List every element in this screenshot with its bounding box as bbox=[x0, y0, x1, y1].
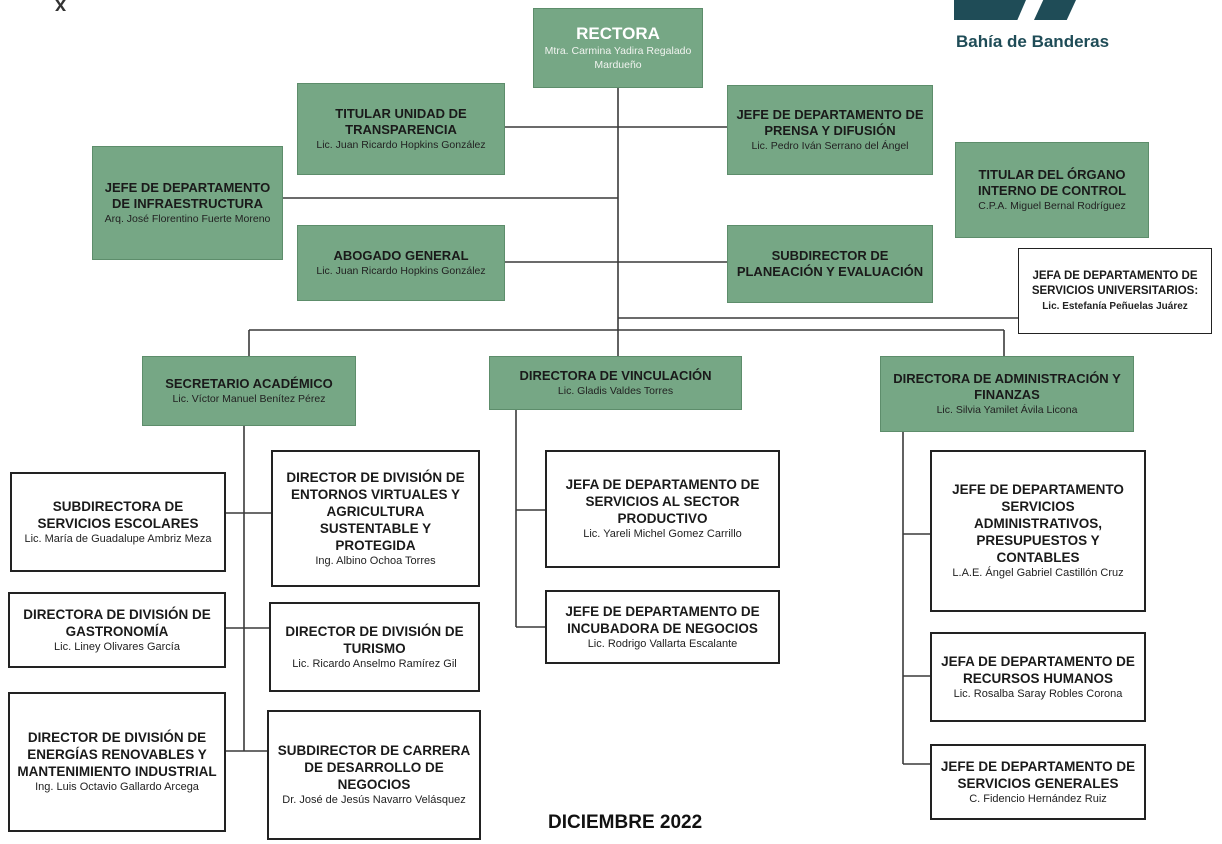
box-name: Dr. José de Jesús Navarro Velásquez bbox=[282, 794, 466, 806]
box-name: Arq. José Florentino Fuerte Moreno bbox=[104, 213, 271, 225]
servicios-administrativos-box: JEFE DE DEPARTAMENTO SERVICIOS ADMINISTR… bbox=[930, 450, 1146, 612]
planeacion-box: SUBDIRECTOR DE PLANEACIÓN Y EVALUACIÓN bbox=[727, 225, 933, 303]
box-title: SUBDIRECTORA DE SERVICIOS ESCOLARES bbox=[37, 498, 199, 531]
box-name: Ing. Luis Octavio Gallardo Arcega bbox=[35, 781, 199, 793]
box-title: DIRECTORA DE DIVISIÓN DE GASTRONOMÍA bbox=[23, 606, 211, 639]
box-name: Lic. Estefanía Peñuelas Juárez bbox=[1042, 300, 1188, 312]
prensa-box: JEFE DE DEPARTAMENTO DE PRENSA Y DIFUSIÓ… bbox=[727, 85, 933, 175]
box-title: DIRECTOR DE DIVISIÓN DE ENTORNOS VIRTUAL… bbox=[286, 469, 465, 553]
box-name: Lic. Juan Ricardo Hopkins González bbox=[316, 265, 486, 277]
box-name: Lic. Juan Ricardo Hopkins González bbox=[316, 139, 486, 151]
chart-date: DICIEMBRE 2022 bbox=[548, 812, 703, 833]
box-name: Lic. Rosalba Saray Robles Corona bbox=[953, 687, 1123, 700]
secretario-academico-box: SECRETARIO ACADÉMICO Lic. Víctor Manuel … bbox=[142, 356, 356, 426]
box-name: C.P.A. Miguel Bernal Rodríguez bbox=[978, 200, 1126, 212]
box-name: Ing. Albino Ochoa Torres bbox=[315, 554, 436, 567]
box-title: TITULAR DEL ÓRGANO INTERNO DE CONTROL bbox=[977, 167, 1127, 198]
infraestructura-box: JEFE DE DEPARTAMENTO DE INFRAESTRUCTURA … bbox=[92, 146, 283, 260]
gastronomia-box: DIRECTORA DE DIVISIÓN DE GASTRONOMÍA Lic… bbox=[8, 592, 226, 668]
brand-name: Bahía de Banderas bbox=[956, 32, 1110, 51]
box-name: Lic. Rodrigo Vallarta Escalante bbox=[587, 637, 738, 650]
box-title: TITULAR UNIDAD DE TRANSPARENCIA bbox=[335, 106, 467, 137]
box-name: Lic. Víctor Manuel Benítez Pérez bbox=[172, 393, 326, 405]
servicios-universitarios-box: JEFA DE DEPARTAMENTO DE SERVICIOS UNIVER… bbox=[1018, 248, 1212, 334]
box-title: JEFA DE DEPARTAMENTO DE SERVICIOS UNIVER… bbox=[1031, 269, 1199, 297]
box-title: JEFE DE DEPARTAMENTO DE INCUBADORA DE NE… bbox=[565, 603, 760, 636]
box-title: JEFE DE DEPARTAMENTO DE SERVICIOS GENERA… bbox=[940, 758, 1136, 791]
corner-mark: x bbox=[55, 0, 67, 16]
entornos-virtuales-box: DIRECTOR DE DIVISIÓN DE ENTORNOS VIRTUAL… bbox=[271, 450, 480, 587]
box-name: Lic. Liney Olivares García bbox=[54, 640, 180, 653]
box-name: C. Fidencio Hernández Ruiz bbox=[969, 792, 1107, 805]
box-title: JEFE DE DEPARTAMENTO DE PRENSA Y DIFUSIÓ… bbox=[736, 107, 924, 138]
box-title: DIRECTORA DE ADMINISTRACIÓN Y FINANZAS bbox=[893, 371, 1121, 402]
box-title: JEFA DE DEPARTAMENTO DE SERVICIOS AL SEC… bbox=[565, 477, 760, 526]
box-name: Mtra. Carmina Yadira Regalado Mardueño bbox=[544, 45, 692, 71]
box-name: Lic. Yareli Michel Gomez Carrillo bbox=[583, 528, 742, 540]
box-title: RECTORA bbox=[576, 24, 660, 43]
desarrollo-negocios-box: SUBDIRECTOR DE CARRERA DE DESARROLLO DE … bbox=[267, 710, 481, 840]
box-title: SUBDIRECTOR DE CARRERA DE DESARROLLO DE … bbox=[277, 743, 471, 792]
box-title: DIRECTOR DE DIVISIÓN DE TURISMO bbox=[285, 623, 464, 656]
box-name: Lic. Pedro Iván Serrano del Ángel bbox=[751, 140, 909, 152]
servicios-generales-box: JEFE DE DEPARTAMENTO DE SERVICIOS GENERA… bbox=[930, 744, 1146, 820]
box-title: JEFE DE DEPARTAMENTO SERVICIOS ADMINISTR… bbox=[952, 482, 1124, 565]
transparencia-box: TITULAR UNIDAD DE TRANSPARENCIA Lic. Jua… bbox=[297, 83, 505, 175]
box-title: SECRETARIO ACADÉMICO bbox=[165, 376, 333, 391]
turismo-box: DIRECTOR DE DIVISIÓN DE TURISMO Lic. Ric… bbox=[269, 602, 480, 692]
institution-logo: Bahía de Banderas bbox=[952, 0, 1109, 60]
box-name: Lic. Silvia Yamilet Ávila Licona bbox=[936, 404, 1078, 416]
logo-emblem bbox=[952, 0, 1082, 24]
servicios-escolares-box: SUBDIRECTORA DE SERVICIOS ESCOLARES Lic.… bbox=[10, 472, 226, 572]
box-name: Lic. Ricardo Anselmo Ramírez Gil bbox=[292, 657, 457, 670]
box-title: JEFA DE DEPARTAMENTO DE RECURSOS HUMANOS bbox=[941, 653, 1135, 686]
incubadora-negocios-box: JEFE DE DEPARTAMENTO DE INCUBADORA DE NE… bbox=[545, 590, 780, 664]
box-title: JEFE DE DEPARTAMENTO DE INFRAESTRUCTURA bbox=[104, 180, 271, 211]
box-title: ABOGADO GENERAL bbox=[333, 248, 469, 263]
energias-renovables-box: DIRECTOR DE DIVISIÓN DE ENERGÍAS RENOVAB… bbox=[8, 692, 226, 832]
recursos-humanos-box: JEFA DE DEPARTAMENTO DE RECURSOS HUMANOS… bbox=[930, 632, 1146, 722]
organo-control-box: TITULAR DEL ÓRGANO INTERNO DE CONTROL C.… bbox=[955, 142, 1149, 238]
sector-productivo-box: JEFA DE DEPARTAMENTO DE SERVICIOS AL SEC… bbox=[545, 450, 780, 568]
administracion-finanzas-box: DIRECTORA DE ADMINISTRACIÓN Y FINANZAS L… bbox=[880, 356, 1134, 432]
box-name: Lic. Gladis Valdes Torres bbox=[557, 385, 674, 397]
box-name: Lic. María de Guadalupe Ambriz Meza bbox=[24, 532, 212, 545]
box-name: L.A.E. Ángel Gabriel Castillón Cruz bbox=[952, 567, 1124, 579]
box-title: DIRECTORA DE VINCULACIÓN bbox=[519, 368, 712, 383]
rectora-box: RECTORA Mtra. Carmina Yadira Regalado Ma… bbox=[533, 8, 703, 88]
box-title: DIRECTOR DE DIVISIÓN DE ENERGÍAS RENOVAB… bbox=[17, 730, 217, 779]
box-title: SUBDIRECTOR DE PLANEACIÓN Y EVALUACIÓN bbox=[736, 248, 924, 279]
vinculacion-box: DIRECTORA DE VINCULACIÓN Lic. Gladis Val… bbox=[489, 356, 742, 410]
abogado-box: ABOGADO GENERAL Lic. Juan Ricardo Hopkin… bbox=[297, 225, 505, 301]
